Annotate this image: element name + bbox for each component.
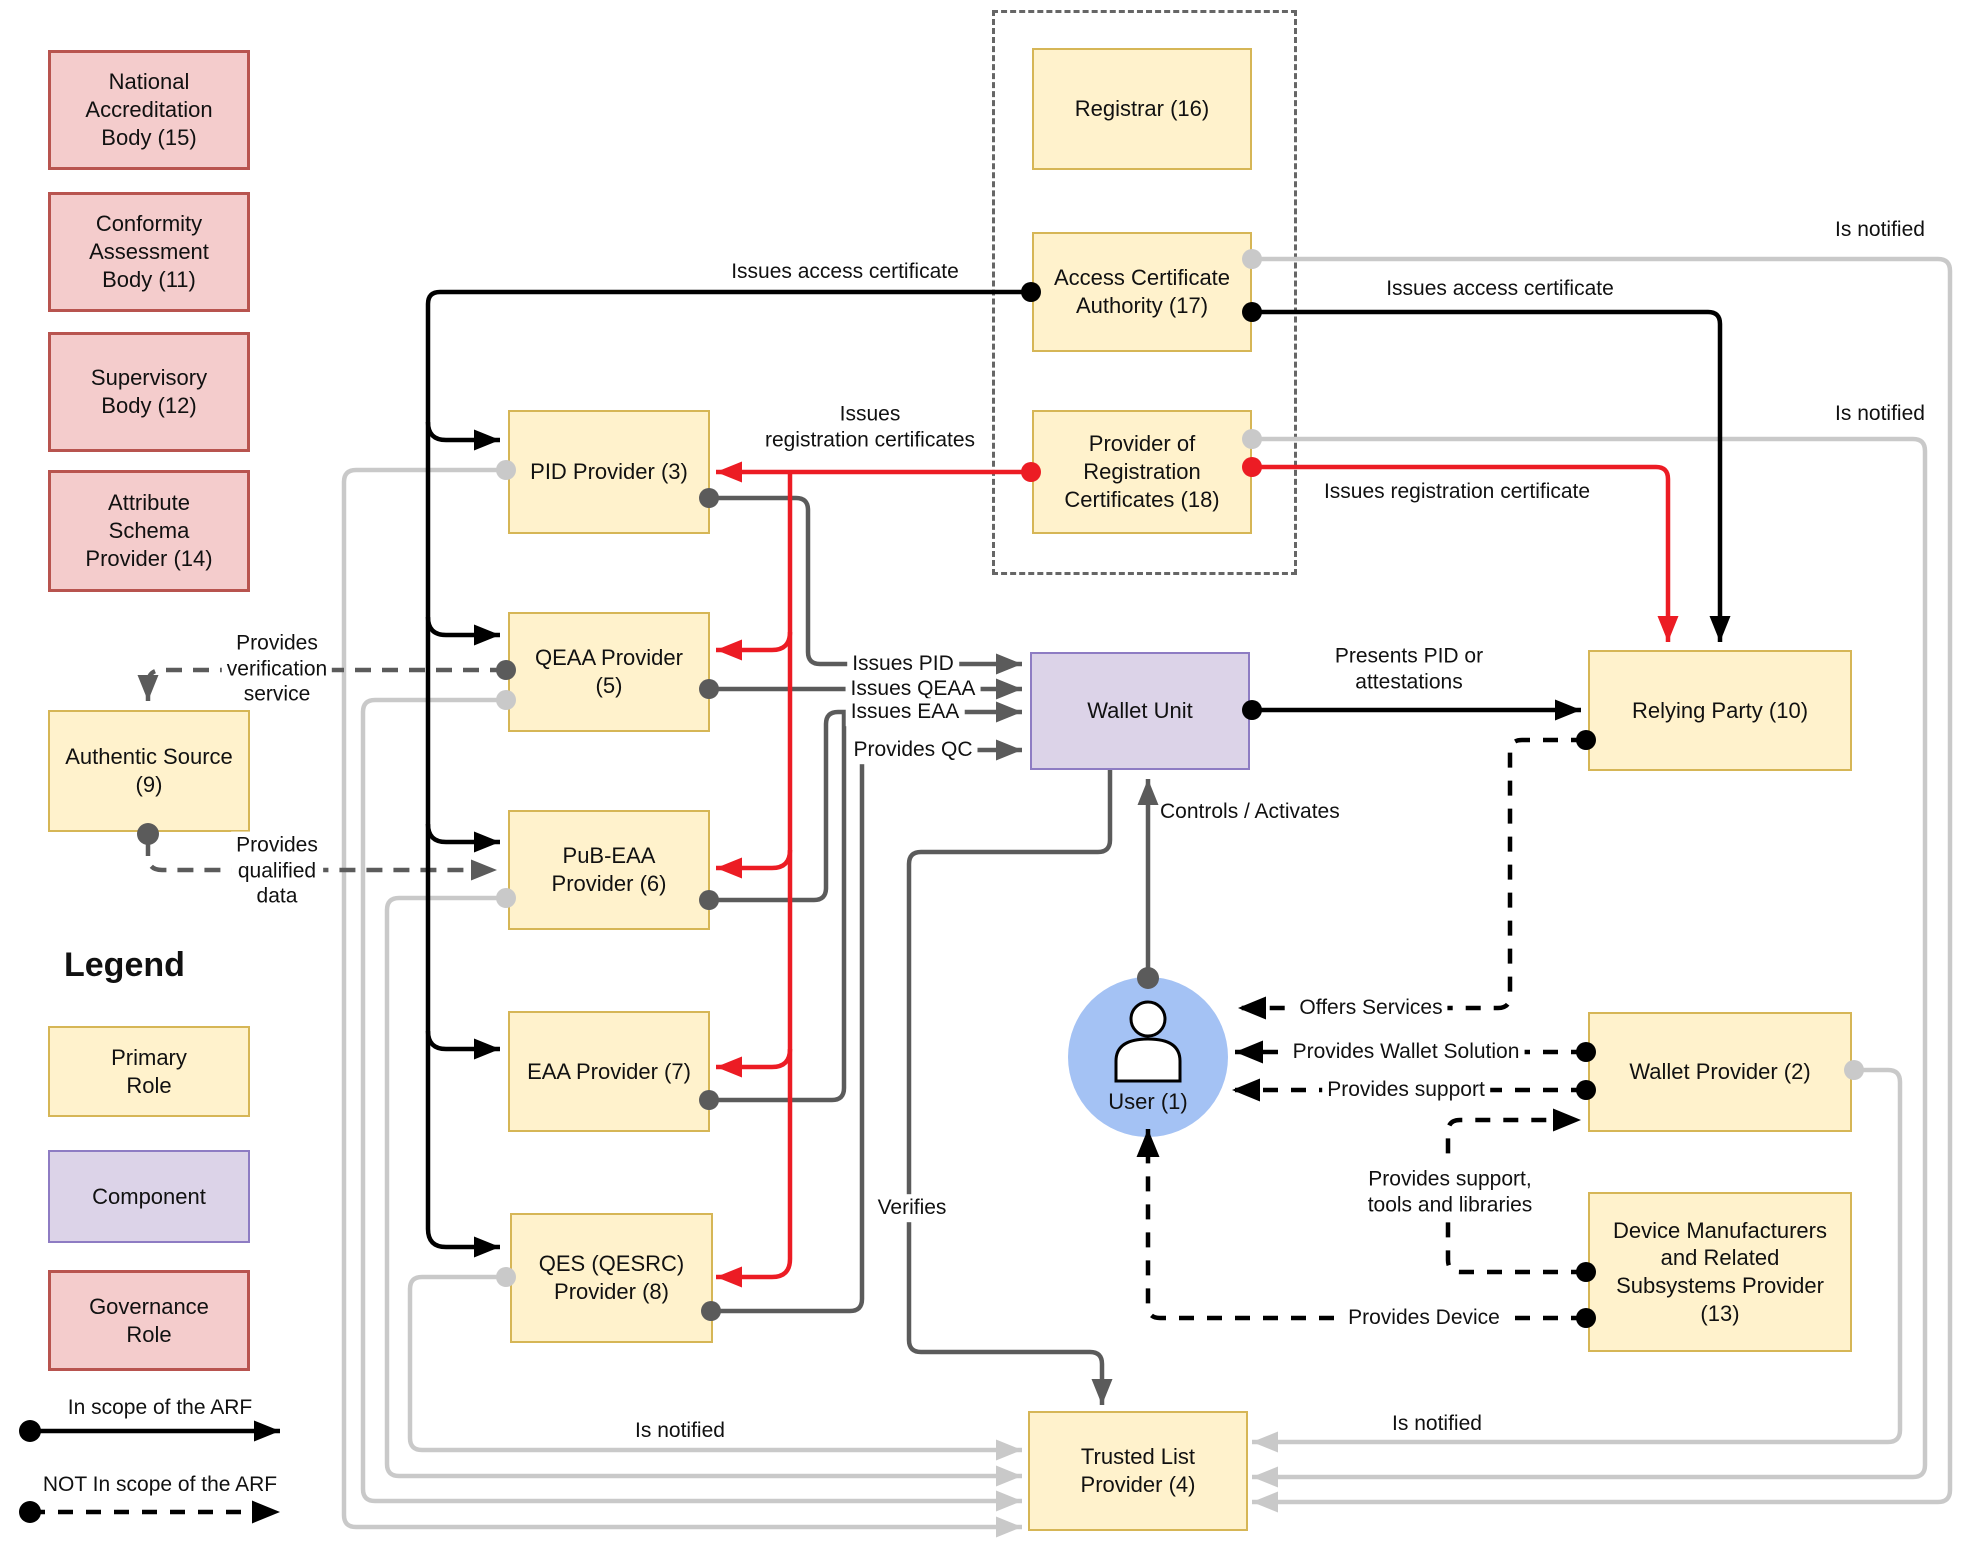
edge-reg-cert-eaa — [716, 1048, 793, 1078]
node-access-certificate-authority: Access Certificate Authority (17) — [1032, 232, 1252, 352]
node-attribute-schema-provider: Attribute Schema Provider (14) — [48, 470, 250, 592]
label-is-notified-bottom-left: Is notified — [635, 1419, 725, 1443]
node-label: Device Manufacturers and Related Subsyst… — [1613, 1217, 1827, 1326]
legend-component: Component — [48, 1150, 250, 1243]
node-conformity-assessment-body: Conformity Assessment Body (11) — [48, 192, 250, 312]
node-label: Wallet Provider (2) — [1629, 1059, 1811, 1085]
label-provides-qc: Provides QC — [848, 736, 978, 764]
label-provides-qualified-data: Provides qualified data — [231, 831, 323, 911]
node-label: PuB-EAA Provider (6) — [551, 843, 667, 896]
edge-offers-services — [1238, 737, 1586, 1020]
node-label: QEAA Provider (5) — [535, 645, 683, 698]
edge-reg-cert-trunk — [716, 472, 793, 1288]
node-label: Relying Party (10) — [1631, 697, 1809, 723]
node-national-accreditation-body: National Accreditation Body (15) — [48, 50, 250, 170]
node-label: Supervisory Body (12) — [90, 365, 208, 418]
node-eaa-provider: EAA Provider (7) — [508, 1011, 710, 1132]
node-label: Wallet Unit — [1087, 698, 1193, 724]
label-issues-eaa: Issues EAA — [845, 698, 965, 726]
legend-not-in-scope-label: NOT In scope of the ARF — [42, 1473, 278, 1497]
edge-pub-eaa-is-notified — [384, 895, 1022, 1487]
legend-label: Component — [92, 1183, 206, 1209]
edge-issues-pid — [709, 495, 1022, 675]
node-label: PID Provider (3) — [530, 459, 688, 485]
node-supervisory-body: Supervisory Body (12) — [48, 332, 250, 452]
node-authentic-source: Authentic Source (9) — [48, 710, 250, 832]
node-wallet-unit: Wallet Unit — [1030, 652, 1250, 770]
node-wallet-provider: Wallet Provider (2) — [1588, 1012, 1852, 1132]
label-provides-wallet-solution: Provides Wallet Solution — [1287, 1038, 1525, 1066]
legend-label: Governance Role — [89, 1293, 209, 1347]
node-label: Registrar (16) — [1074, 96, 1210, 122]
node-label: Access Certificate Authority (17) — [1053, 265, 1231, 318]
node-label: Trusted List Provider (4) — [1080, 1444, 1196, 1497]
node-user: User (1) — [1068, 977, 1228, 1137]
label-presents-pid: Presents PID or attestations — [1334, 644, 1484, 693]
legend-primary-role: Primary Role — [48, 1026, 250, 1117]
label-issues-access-certificate-left: Issues access certificate — [731, 260, 959, 284]
node-pid-provider: PID Provider (3) — [508, 410, 710, 534]
edge-access-cert-qeaa — [425, 616, 500, 646]
label-is-notified-bottom-right: Is notified — [1392, 1412, 1482, 1436]
edge-access-cert-relying-party — [1252, 309, 1731, 642]
node-provider-registration-certificates: Provider of Registration Certificates (1… — [1032, 410, 1252, 534]
legend-label: Primary Role — [111, 1044, 187, 1098]
label-provides-device: Provides Device — [1343, 1304, 1505, 1332]
node-registrar: Registrar (16) — [1032, 48, 1252, 170]
label-issues-access-certificate-right: Issues access certificate — [1386, 277, 1614, 301]
node-label: Provider of Registration Certificates (1… — [1064, 431, 1220, 512]
node-qes-provider: QES (QESRC) Provider (8) — [510, 1213, 713, 1343]
edge-provides-device — [1136, 1129, 1586, 1321]
label-issues-pid: Issues PID — [847, 650, 959, 678]
legend-governance-role: Governance Role — [48, 1270, 250, 1371]
edge-access-cert-pid — [425, 421, 500, 451]
legend-title: Legend — [64, 946, 185, 984]
edge-reg-cert-qeaa — [716, 631, 793, 661]
node-pub-eaa-provider: PuB-EAA Provider (6) — [508, 810, 710, 930]
label-is-notified-mid: Is notified — [1835, 402, 1925, 426]
edge-access-cert-pub-eaa — [425, 823, 500, 853]
label-offers-services: Offers Services — [1294, 994, 1448, 1022]
label-controls-activates: Controls / Activates — [1160, 800, 1340, 824]
edge-provides-qc — [711, 739, 1022, 1314]
person-icon — [1114, 1000, 1182, 1083]
node-label: QES (QESRC) Provider (8) — [538, 1251, 685, 1304]
label-provides-support: Provides support — [1322, 1076, 1490, 1104]
node-label: Authentic Source (9) — [65, 744, 233, 797]
node-trusted-list-provider: Trusted List Provider (4) — [1028, 1411, 1248, 1531]
label-verifies: Verifies — [872, 1194, 952, 1222]
label-issues-registration-certificate-right: Issues registration certificate — [1323, 480, 1591, 504]
node-label: Conformity Assessment Body (11) — [89, 211, 209, 292]
edge-reg-cert-pub-eaa — [716, 849, 793, 879]
edge-access-cert-eaa — [425, 1030, 500, 1060]
node-qeaa-provider: QEAA Provider (5) — [508, 612, 710, 732]
label-issues-registration-certificates: Issues registration certificates — [764, 402, 976, 451]
node-label: Attribute Schema Provider (14) — [85, 490, 213, 571]
node-label: User (1) — [1108, 1089, 1188, 1114]
node-label: National Accreditation Body (15) — [85, 69, 213, 150]
node-device-manufacturers: Device Manufacturers and Related Subsyst… — [1588, 1192, 1852, 1352]
label-provides-support-tools: Provides support, tools and libraries — [1362, 1165, 1538, 1219]
label-provides-verification-service: Provides verification service — [221, 629, 333, 709]
node-label: EAA Provider (7) — [527, 1058, 691, 1084]
label-is-notified-top: Is notified — [1835, 218, 1925, 242]
edge-eaa-join — [709, 714, 847, 1103]
legend-in-scope-label: In scope of the ARF — [67, 1396, 253, 1420]
node-relying-party: Relying Party (10) — [1588, 650, 1852, 771]
